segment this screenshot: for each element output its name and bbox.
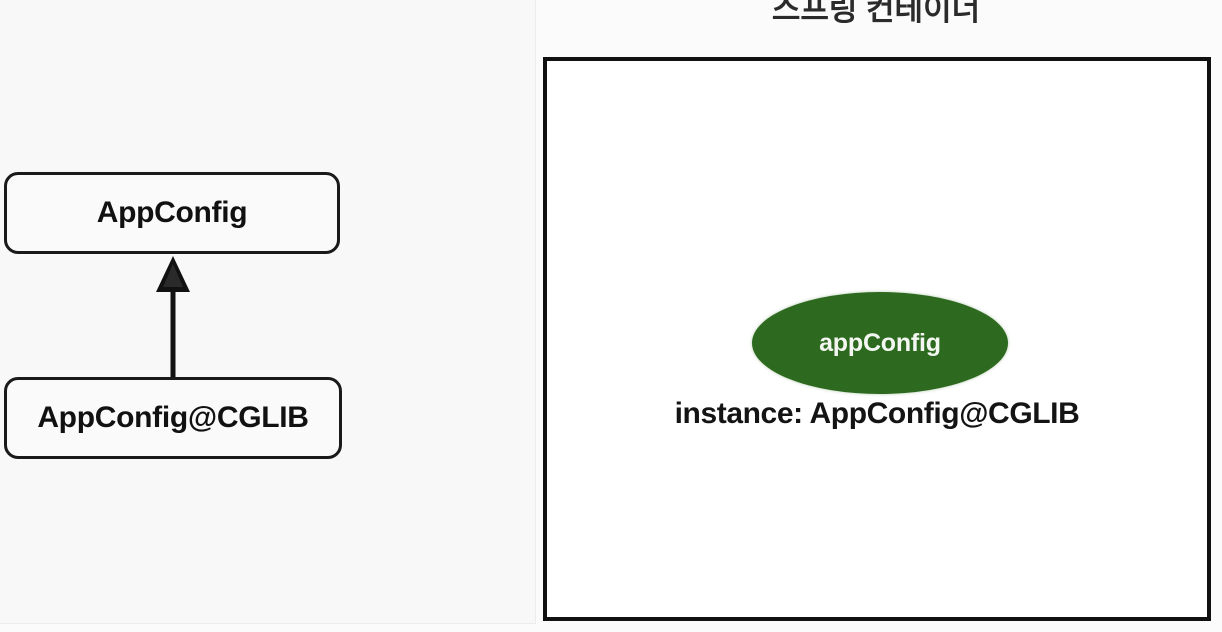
spring-container-title: 스프링 컨테이너 (771, 0, 981, 27)
class-hierarchy-panel: AppConfig AppConfig@CGLIB (0, 0, 536, 624)
bean-node-appconfig-label: appConfig (819, 328, 941, 357)
class-box-appconfig-cglib-label: AppConfig@CGLIB (37, 401, 309, 434)
inheritance-arrow-icon (150, 254, 198, 380)
class-box-appconfig-cglib: AppConfig@CGLIB (4, 377, 342, 459)
class-box-appconfig: AppConfig (4, 172, 340, 254)
spring-container-box: appConfig instance: AppConfig@CGLIB (543, 57, 1211, 621)
bean-node-appconfig: appConfig (752, 292, 1008, 394)
bean-instance-label: instance: AppConfig@CGLIB (674, 397, 1080, 430)
class-box-appconfig-label: AppConfig (96, 196, 248, 229)
